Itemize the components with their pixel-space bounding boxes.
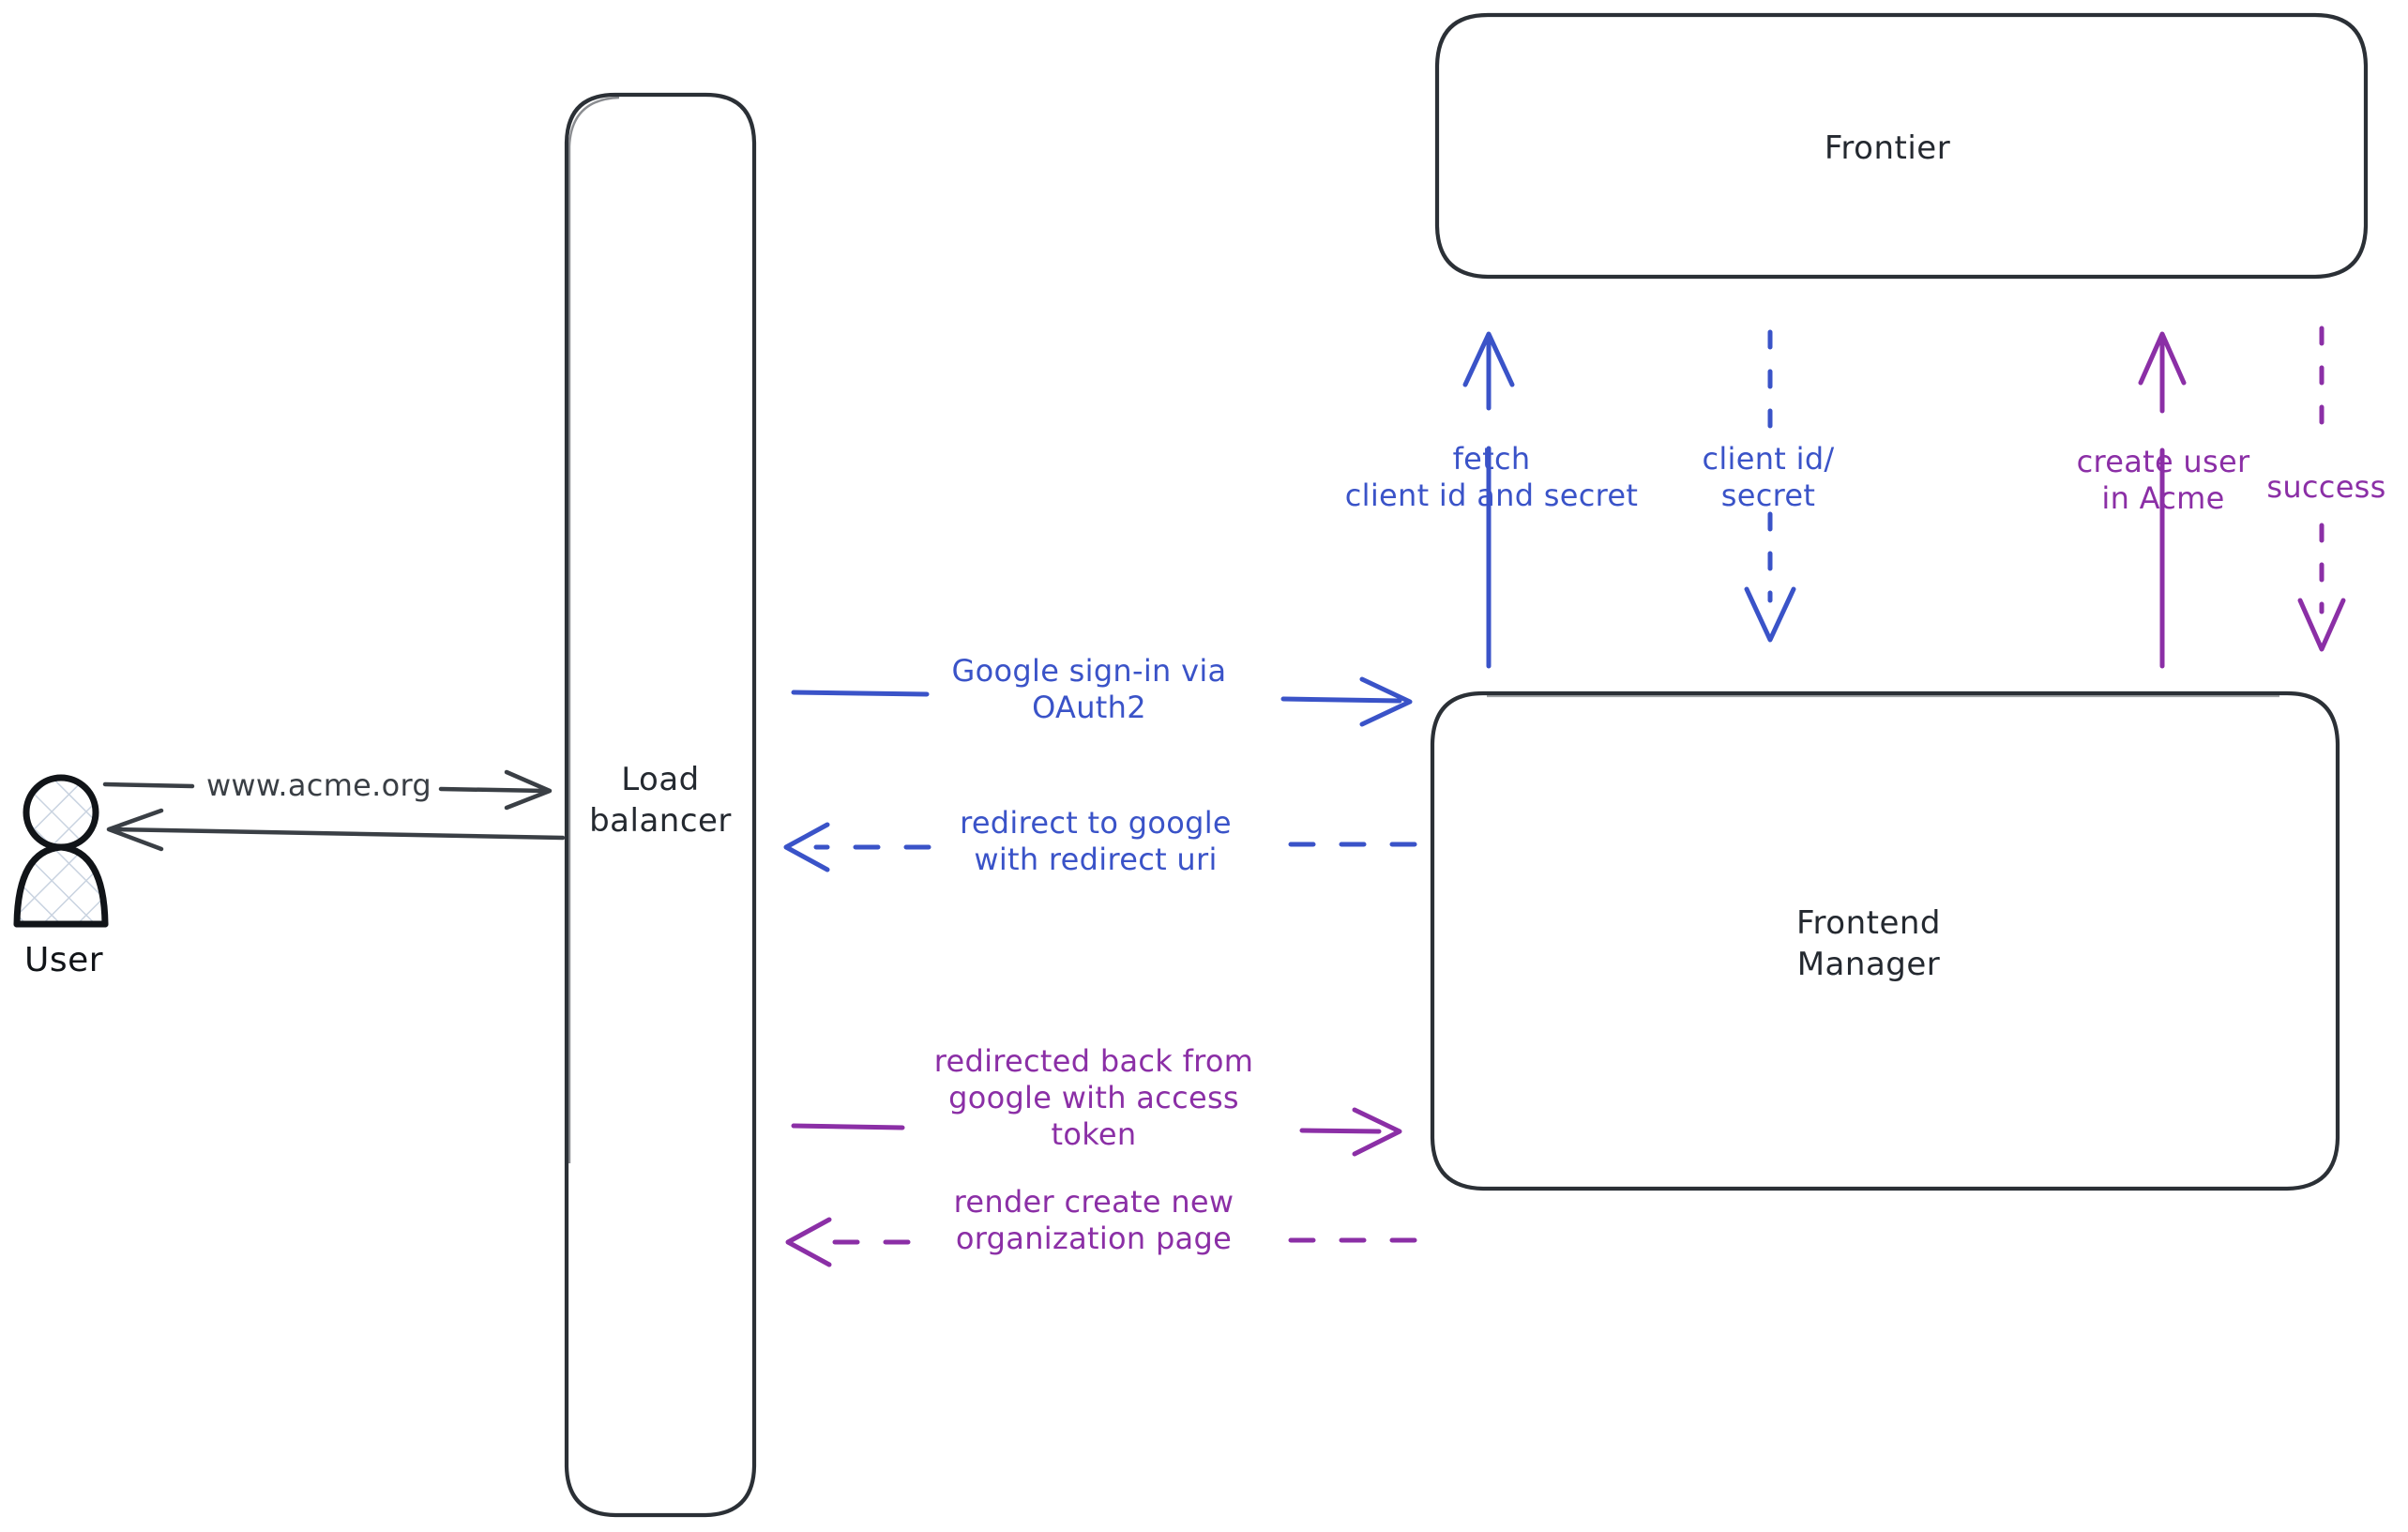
edge-render-create-org-page <box>785 1217 1417 1267</box>
person-actor-icon <box>13 774 109 928</box>
node-load-balancer[interactable] <box>564 92 757 1518</box>
edge-redirected-back-with-token <box>791 1107 1402 1157</box>
edge-google-signin-request <box>791 676 1413 727</box>
actor-label-user: User <box>24 941 104 979</box>
edge-redirect-to-google <box>783 822 1417 872</box>
edge-create-user-in-acme <box>2138 331 2187 669</box>
node-frontend-manager[interactable] <box>1430 690 2340 1191</box>
edge-fetch-client-credentials <box>1462 331 1515 669</box>
edge-create-user-success <box>2297 326 2346 652</box>
node-frontier[interactable] <box>1434 12 2369 280</box>
edge-user-to-lb <box>102 769 553 811</box>
edge-lb-to-user <box>106 808 566 852</box>
edge-client-id-secret-response <box>1744 329 1796 643</box>
